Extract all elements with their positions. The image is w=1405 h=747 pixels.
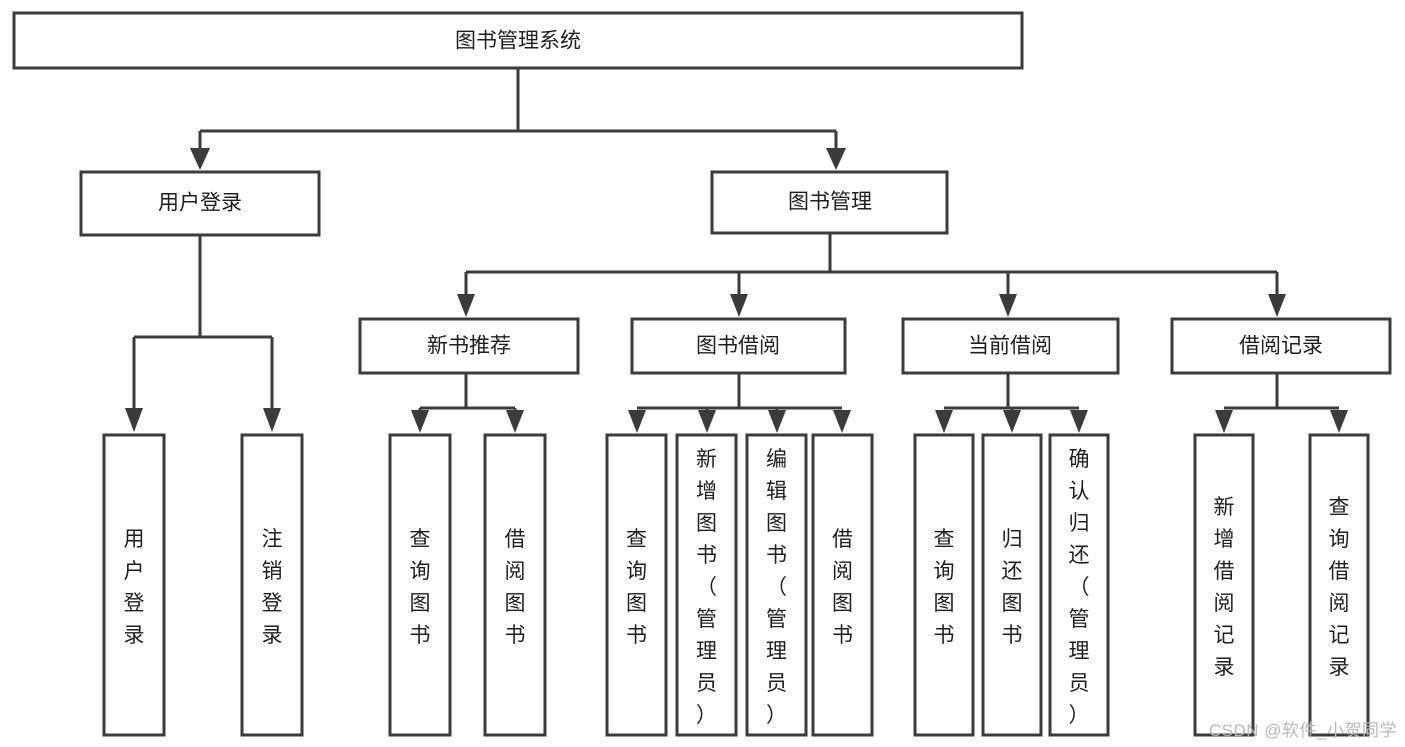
book-management-label: 图书管理: [788, 191, 872, 214]
leaf-node[interactable]: 查询图书: [913, 433, 975, 737]
arrowhead-book-borrow: [730, 294, 748, 317]
node-new-book-recommend[interactable]: 新书推荐: [358, 317, 580, 375]
leaf-node[interactable]: 新增图书（管理员）: [675, 433, 738, 737]
current-borrow-label: 当前借阅: [968, 335, 1052, 358]
node-book-management[interactable]: 图书管理: [710, 170, 949, 235]
leaf-box: [1048, 433, 1110, 737]
csdn-watermark: CSDN @软件_小贺同学: [1208, 721, 1397, 740]
new-book-recommend-label: 新书推荐: [427, 335, 511, 358]
node-root[interactable]: 图书管理系统: [12, 11, 1024, 70]
user-login-label: 用户登录: [158, 192, 242, 215]
arrowhead-bookborrow-leaf1: [628, 410, 646, 433]
leaf-label: 查询借阅记录: [1329, 496, 1350, 679]
leaf-node[interactable]: 查询图书: [605, 433, 668, 737]
leaf-node[interactable]: 用户登录: [102, 433, 166, 737]
leaf-label: 归还图书: [1002, 528, 1023, 647]
arrowhead-book-mgmt: [826, 148, 846, 170]
leaf-node[interactable]: 查询借阅记录: [1308, 433, 1370, 737]
leaf-label: 查询图书: [410, 528, 431, 647]
leaf-label: 借阅图书: [505, 528, 526, 647]
arrowhead-bookborrow-leaf3: [768, 410, 786, 433]
book-borrow-box: [630, 317, 847, 375]
book-borrow-label: 图书借阅: [696, 335, 780, 358]
leaf-box: [811, 433, 874, 737]
leaf-layer: 用户登录 注销登录 查询图书 借阅图书 查询图书 新增图书（管理员） 编辑图书（管理员） 借阅…: [102, 433, 1370, 737]
node-user-login[interactable]: 用户登录: [79, 170, 321, 237]
connector-layer: [125, 68, 1348, 433]
leaf-node[interactable]: 新增借阅记录: [1193, 433, 1255, 737]
leaf-label: 确认归还（管理员）: [1069, 448, 1090, 727]
leaf-box: [675, 433, 738, 737]
arrowhead-borrow-record: [1268, 294, 1286, 317]
current-borrow-box: [901, 317, 1120, 375]
arrowhead-new-book: [457, 294, 475, 317]
borrow-record-label: 借阅记录: [1239, 335, 1323, 358]
arrowhead-leaf-user-login: [125, 408, 143, 432]
leaf-box: [981, 433, 1043, 737]
leaf-box: [913, 433, 975, 737]
leaf-node[interactable]: 注销登录: [240, 433, 304, 737]
arrowhead-newbook-leaf1: [411, 410, 429, 433]
leaf-node[interactable]: 借阅图书: [483, 433, 547, 737]
arrowhead-currentborrow-leaf1: [935, 410, 953, 433]
leaf-box: [102, 433, 166, 737]
leaf-label: 新增借阅记录: [1214, 496, 1235, 679]
new-book-recommend-box: [358, 317, 580, 375]
leaf-node[interactable]: 编辑图书（管理员）: [745, 433, 808, 737]
leaf-box: [745, 433, 808, 737]
arrowhead-leaf-logout: [263, 408, 281, 432]
leaf-box: [1308, 433, 1370, 737]
root-label: 图书管理系统: [455, 30, 581, 53]
arrowhead-currentborrow-leaf3: [1070, 410, 1088, 433]
leaf-box: [605, 433, 668, 737]
arrowhead-bookborrow-leaf2: [698, 410, 716, 433]
leaf-label: 编辑图书（管理员）: [766, 448, 787, 727]
leaf-node[interactable]: 查询图书: [388, 433, 452, 737]
leaf-label: 注销登录: [262, 528, 283, 647]
leaf-label: 查询图书: [934, 528, 955, 647]
leaf-label: 用户登录: [124, 528, 145, 647]
leaf-label: 借阅图书: [832, 528, 853, 647]
leaf-box: [240, 433, 304, 737]
book-management-box: [710, 170, 949, 235]
leaf-node[interactable]: 借阅图书: [811, 433, 874, 737]
borrow-record-box: [1170, 317, 1392, 375]
arrowhead-newbook-leaf2: [506, 410, 524, 433]
arrowhead-bookborrow-leaf4: [833, 410, 851, 433]
arrowhead-current-borrow: [999, 294, 1017, 317]
leaf-box: [483, 433, 547, 737]
arrowhead-borrowrecord-leaf2: [1330, 410, 1348, 433]
node-current-borrow[interactable]: 当前借阅: [901, 317, 1120, 375]
node-book-borrow[interactable]: 图书借阅: [630, 317, 847, 375]
leaf-node[interactable]: 确认归还（管理员）: [1048, 433, 1110, 737]
arrowhead-user-login: [190, 148, 210, 170]
leaf-label: 新增图书（管理员）: [696, 448, 717, 727]
leaf-box: [1193, 433, 1255, 737]
root-box: [12, 11, 1024, 70]
leaf-label: 查询图书: [626, 528, 647, 647]
user-login-box: [79, 170, 321, 237]
arrowhead-currentborrow-leaf2: [1003, 410, 1021, 433]
leaf-node[interactable]: 归还图书: [981, 433, 1043, 737]
node-borrow-record[interactable]: 借阅记录: [1170, 317, 1392, 375]
leaf-box: [388, 433, 452, 737]
arrowhead-borrowrecord-leaf1: [1215, 410, 1233, 433]
